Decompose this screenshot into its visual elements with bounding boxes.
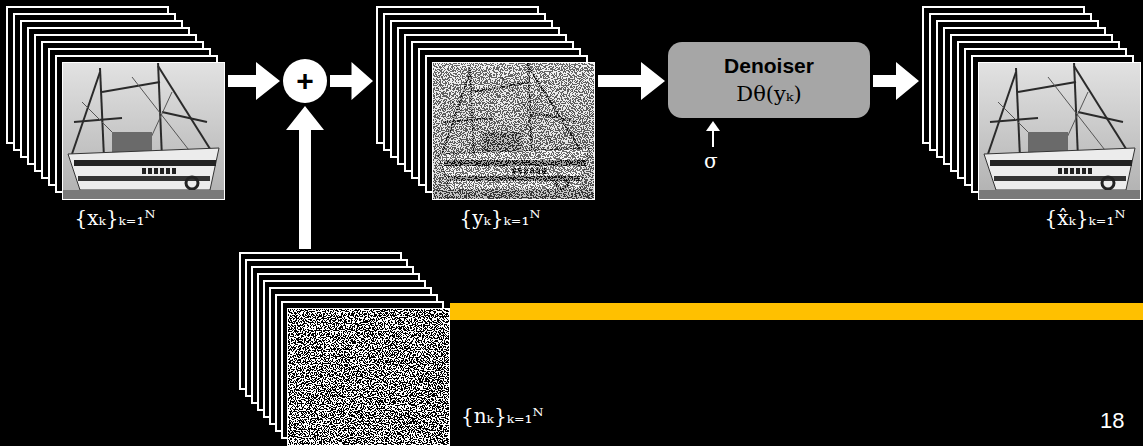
noisy-image-stack: [377, 7, 595, 200]
clean-image-stack: [7, 7, 225, 200]
flow-arrow: [228, 62, 280, 100]
flow-arrow: [286, 106, 324, 249]
noise-image-stack: [240, 253, 450, 446]
image-stack: {xₖ}ₖ₌₁ᴺ: [5, 6, 225, 200]
set-label: {yₖ}ₖ₌₁ᴺ: [400, 206, 600, 230]
accent-band: [450, 303, 1143, 320]
image-stack: {yₖ}ₖ₌₁ᴺ: [376, 6, 595, 200]
flow-arrow: [598, 62, 665, 100]
set-label: {nₖ}ₖ₌₁ᴺ: [461, 404, 544, 428]
box-formula: Dθ(yₖ): [736, 82, 801, 106]
set-label: {xₖ}ₖ₌₁ᴺ: [15, 206, 215, 230]
parameter-label: σ: [704, 149, 718, 173]
flow-arrow: [330, 62, 373, 100]
sum-circle: +: [283, 59, 327, 103]
flow-arrow: [873, 62, 919, 100]
output-image-stack: [923, 7, 1141, 200]
image-stack: {x̂ₖ}ₖ₌₁ᴺ: [922, 6, 1141, 200]
page-number: 18: [1100, 408, 1124, 434]
image-stack: {nₖ}ₖ₌₁ᴺ: [239, 252, 450, 446]
process-box: DenoiserDθ(yₖ): [668, 42, 870, 118]
sigma-arrow: [706, 121, 720, 147]
box-title: Denoiser: [724, 54, 814, 78]
set-label: {x̂ₖ}ₖ₌₁ᴺ: [985, 206, 1143, 230]
sum-symbol: +: [296, 66, 314, 96]
